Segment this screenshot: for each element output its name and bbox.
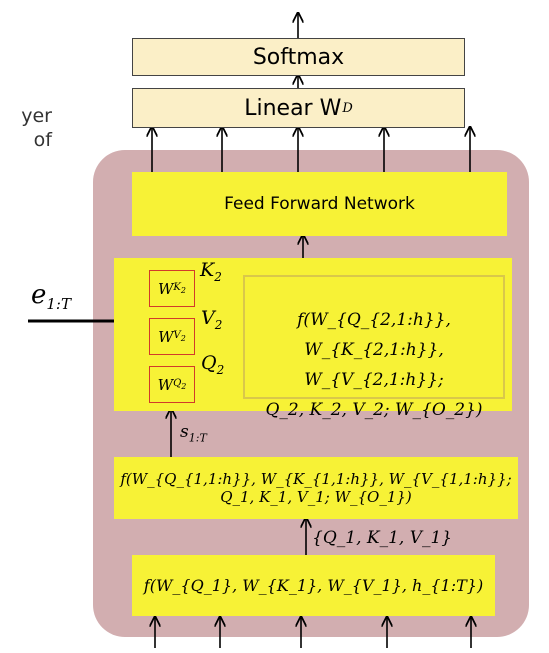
s-text: s [180, 422, 189, 442]
linear-subscript: D [342, 100, 353, 116]
qkv-label: {Q_1, K_1, V_1} [312, 528, 452, 548]
side-text: yer of [2, 104, 52, 152]
v2-label: V2 [201, 307, 222, 332]
ffn-box: Feed Forward Network [132, 172, 507, 236]
softmax-box: Softmax [132, 38, 465, 76]
attention-2-formula-box [243, 275, 505, 399]
s-sub: 1:T [188, 431, 207, 445]
weight-v-sub: V [173, 330, 181, 341]
input-label-text: e [31, 280, 47, 310]
attention-2-formula: f(W_{Q_{2,1:h}}, W_{K_{2,1:h}}, W_{V_{2,… [243, 305, 505, 425]
weight-q-subsub: 2 [181, 382, 187, 391]
softmax-label: Softmax [252, 44, 345, 70]
input-label-sub: 1:T [46, 295, 71, 314]
q2-label: Q2 [201, 352, 224, 377]
k2-label: K2 [200, 259, 222, 284]
weight-k-base: W [158, 279, 174, 298]
side-text-line1: yer [21, 105, 52, 127]
k2-text: K [200, 259, 215, 281]
q2-text: Q [201, 352, 217, 374]
attention-1-formula: f(W_{Q_{1,1:h}}, W_{K_{1,1:h}}, W_{V_{1,… [120, 470, 512, 506]
linear-label: Linear W [244, 95, 342, 121]
side-text-line2: of [33, 129, 52, 151]
k2-sub: 2 [214, 269, 222, 284]
attention-2-formula-line2: Q_2, K_2, V_2; W_{O_2}) [265, 400, 483, 420]
projection-box: f(W_{Q_1}, W_{K_1}, W_{V_1}, h_{1:T}) [132, 555, 495, 616]
ffn-label: Feed Forward Network [224, 194, 415, 214]
s-label: s1:T [180, 422, 207, 444]
input-label: e1:T [31, 280, 71, 313]
qkv-text: {Q_1, K_1, V_1} [312, 528, 453, 548]
attention-1-box: f(W_{Q_{1,1:h}}, W_{K_{1,1:h}}, W_{V_{1,… [114, 457, 518, 519]
v2-text: V [201, 307, 215, 329]
weight-q-base: W [157, 375, 174, 394]
v2-sub: 2 [214, 317, 223, 332]
weight-v-subsub: 2 [180, 334, 186, 343]
weight-k-subsub: 2 [180, 286, 186, 295]
weight-q-sub: Q [173, 378, 182, 389]
q2-sub: 2 [216, 362, 225, 377]
projection-formula: f(W_{Q_1}, W_{K_1}, W_{V_1}, h_{1:T}) [143, 576, 484, 595]
weight-v-base: W [158, 327, 174, 346]
weight-k-sub: K [173, 282, 181, 293]
attention-2-formula-line1: f(W_{Q_{2,1:h}}, W_{K_{2,1:h}}, W_{V_{2,… [297, 310, 451, 390]
